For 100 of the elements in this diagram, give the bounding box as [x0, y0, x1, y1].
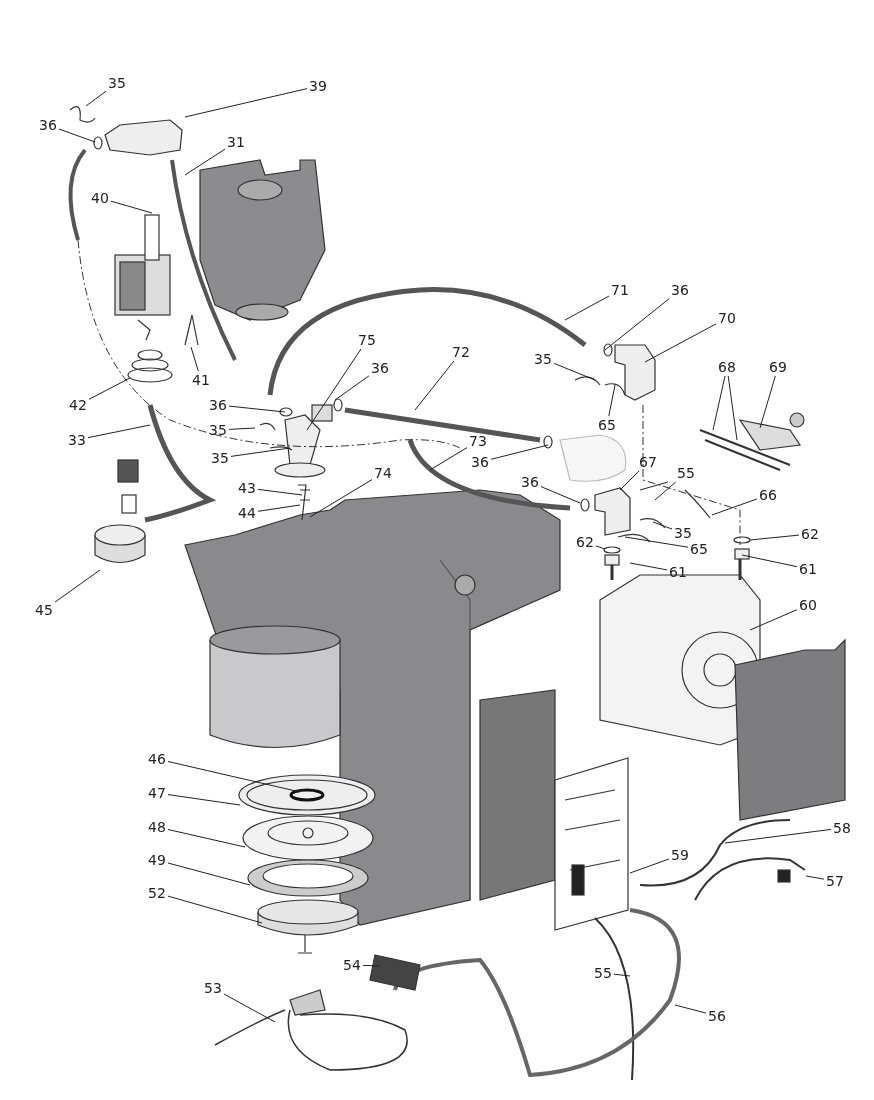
leader-line — [167, 829, 246, 848]
leader-line — [334, 375, 370, 401]
leader-line — [629, 858, 670, 874]
callout-number: 65 — [690, 541, 708, 557]
callout-number: 67 — [639, 454, 657, 470]
callout-number: 46 — [148, 751, 166, 767]
leader-line — [414, 360, 455, 411]
leader-line — [654, 481, 677, 501]
leader-line — [58, 128, 96, 143]
callout-number: 36 — [471, 454, 489, 470]
leader-line — [604, 298, 670, 351]
callout-number: 54 — [343, 957, 361, 973]
callout-number: 33 — [68, 432, 86, 448]
callout-number: 36 — [39, 117, 57, 133]
leader-line — [652, 521, 673, 530]
leader-line — [674, 1004, 707, 1014]
callout-number: 69 — [769, 359, 787, 375]
leader-line — [805, 875, 825, 880]
leader-line — [87, 424, 151, 439]
callout-number: 36 — [371, 360, 389, 376]
callout-number: 56 — [708, 1008, 726, 1024]
leader-line — [741, 554, 798, 568]
leader-line — [624, 536, 689, 548]
leader-line — [490, 444, 549, 460]
callout-number: 57 — [826, 873, 844, 889]
leader-line — [184, 88, 308, 118]
callout-number: 35 — [534, 351, 552, 367]
leader-line — [644, 323, 717, 363]
leader-line — [54, 569, 101, 603]
leader-line — [429, 447, 468, 471]
leader-line — [564, 295, 610, 321]
callout-number: 72 — [452, 344, 470, 360]
callout-number: 41 — [192, 372, 210, 388]
leader-line — [629, 562, 668, 571]
callout-number: 75 — [358, 332, 376, 348]
leader-line — [712, 375, 726, 431]
leader-line — [223, 993, 276, 1023]
callout-number: 47 — [148, 785, 166, 801]
callout-number: 73 — [469, 433, 487, 449]
callout-number: 71 — [611, 282, 629, 298]
leader-line — [167, 761, 301, 793]
callout-number: 35 — [209, 422, 227, 438]
leader-line — [306, 348, 362, 431]
leader-line — [228, 427, 256, 430]
leader-line — [727, 375, 738, 441]
leader-line — [749, 609, 798, 631]
callout-number: 45 — [35, 602, 53, 618]
leader-line — [309, 479, 373, 518]
leader-line — [362, 964, 381, 967]
callout-number: 42 — [69, 397, 87, 413]
leader-line — [257, 504, 301, 512]
callout-number: 36 — [209, 397, 227, 413]
callout-number: 55 — [594, 965, 612, 981]
callout-number: 55 — [677, 465, 695, 481]
leader-line — [167, 862, 251, 886]
leader-line — [110, 200, 153, 214]
callout-number: 74 — [374, 465, 392, 481]
leader-line — [553, 362, 596, 381]
callout-number: 65 — [598, 417, 616, 433]
callout-number: 52 — [148, 885, 166, 901]
callout-number: 62 — [576, 534, 594, 550]
callout-number: 61 — [799, 561, 817, 577]
callout-number: 36 — [671, 282, 689, 298]
leader-line — [711, 498, 758, 516]
callout-number: 66 — [759, 487, 777, 503]
callout-number: 43 — [238, 480, 256, 496]
callout-number: 35 — [674, 525, 692, 541]
callout-number: 60 — [799, 597, 817, 613]
leader-line — [184, 148, 226, 176]
callout-number: 58 — [833, 820, 851, 836]
leader-line — [619, 470, 640, 491]
callout-number: 44 — [238, 505, 256, 521]
leader-line — [88, 377, 131, 400]
callout-number: 36 — [521, 474, 539, 490]
callout-number: 35 — [211, 450, 229, 466]
leader-line — [85, 90, 107, 107]
callout-number: 39 — [309, 78, 327, 94]
leader-line — [190, 346, 199, 372]
callout-number: 48 — [148, 819, 166, 835]
callout-number: 68 — [718, 359, 736, 375]
leader-line — [749, 534, 800, 541]
callout-number: 49 — [148, 852, 166, 868]
leader-line — [167, 794, 241, 806]
callout-number: 70 — [718, 310, 736, 326]
callout-number: 53 — [204, 980, 222, 996]
leader-line — [540, 486, 581, 504]
callout-number: 31 — [227, 134, 245, 150]
leader-line — [167, 895, 263, 924]
leader-line — [230, 447, 291, 457]
callout-number: 62 — [801, 526, 819, 542]
callout-number: 40 — [91, 190, 109, 206]
callout-number: 35 — [108, 75, 126, 91]
leader-line — [257, 488, 303, 496]
leader-line — [759, 375, 776, 429]
leader-line — [228, 405, 286, 413]
callout-number: 59 — [671, 847, 689, 863]
callout-number: 61 — [669, 564, 687, 580]
leader-line — [724, 828, 832, 844]
leader-line — [608, 384, 616, 417]
leader-line — [613, 973, 631, 977]
